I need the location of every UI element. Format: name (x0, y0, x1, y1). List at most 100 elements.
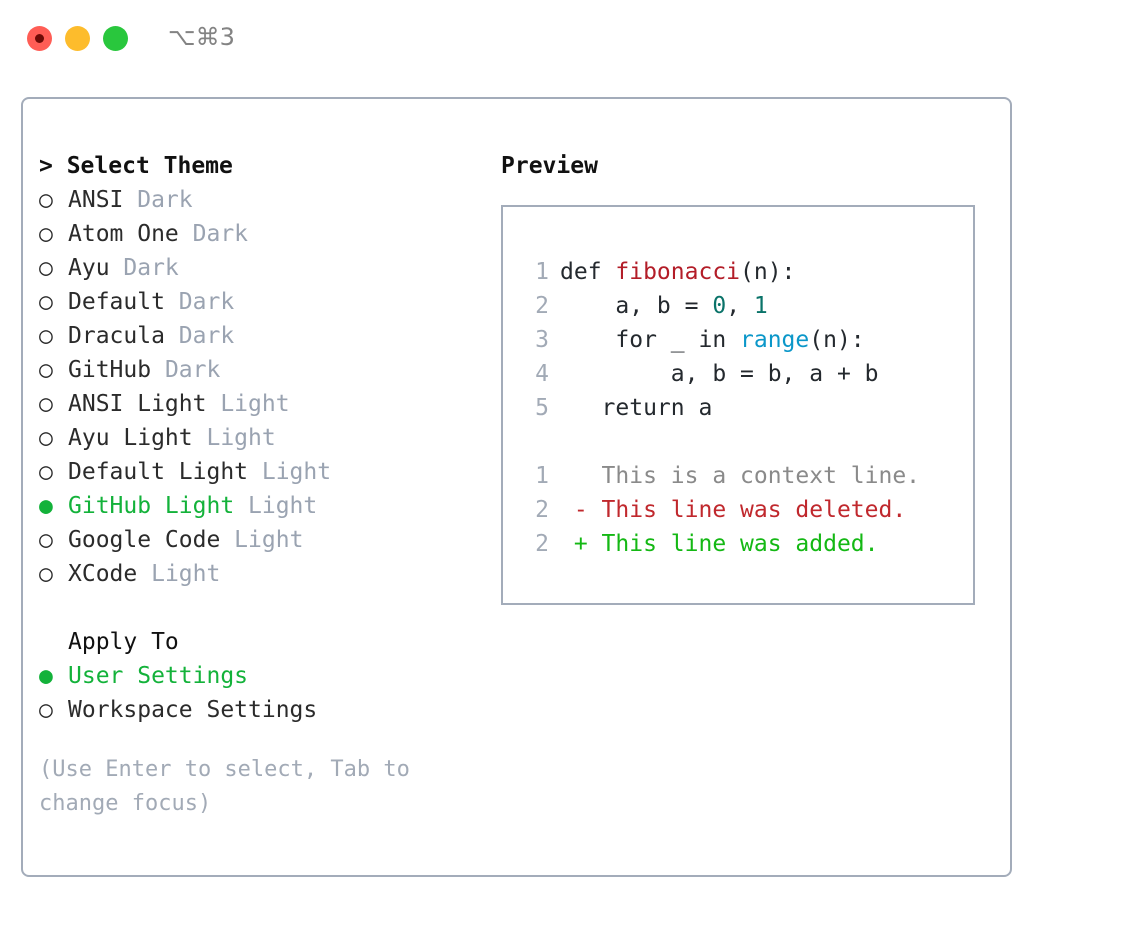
theme-item-tag: Light (234, 493, 318, 519)
theme-item-tag: Dark (123, 187, 193, 213)
close-button[interactable] (27, 26, 52, 51)
radio-unselected-icon: ○ (39, 459, 53, 485)
theme-item-5[interactable]: ○ GitHub Dark (39, 353, 479, 387)
code-line: 3 for _ in range(n): (521, 323, 920, 357)
theme-item-9[interactable]: ● GitHub Light Light (39, 489, 479, 523)
preview-header: Preview (501, 153, 598, 179)
code-token: 1 (753, 293, 768, 319)
window-controls (27, 26, 128, 51)
theme-item-label: XCode (68, 561, 138, 587)
line-number: 1 (535, 259, 549, 285)
radio-unselected-icon: ○ (39, 527, 53, 553)
apply-item-0[interactable]: ●User Settings (39, 659, 479, 693)
apply-item-label: Workspace Settings (68, 697, 318, 723)
theme-list: ○ANSI Dark○Atom One Dark○Ayu Dark○Defaul… (39, 183, 479, 591)
theme-item-tag: Dark (164, 323, 235, 349)
theme-item-7[interactable]: ○ Ayu Light Light (39, 421, 479, 455)
theme-item-label: Ayu (68, 255, 110, 281)
theme-item-tag: Dark (151, 357, 221, 383)
radio-selected-icon: ● (39, 493, 53, 519)
radio-unselected-icon: ○ (39, 561, 53, 587)
theme-item-label: Google Code (68, 527, 221, 553)
theme-item-label: ANSI (68, 187, 124, 213)
code-token: 0 (712, 293, 727, 319)
theme-item-8[interactable]: ○ Default Light Light (39, 455, 479, 489)
theme-item-label: GitHub Light (68, 493, 235, 519)
code-token: (n): (740, 259, 796, 285)
radio-unselected-icon: ○ (39, 221, 53, 247)
select-theme-title: Select Theme (66, 153, 233, 179)
theme-item-11[interactable]: ○ XCode Light (39, 557, 479, 591)
line-number: 4 (535, 361, 549, 387)
theme-selection-column: > Select Theme ○ANSI Dark○Atom One Dark○… (39, 149, 479, 821)
apply-item-1[interactable]: ○ Workspace Settings (39, 693, 479, 727)
theme-item-label: ANSI Light (68, 391, 207, 417)
theme-item-label: Default (68, 289, 165, 315)
radio-selected-icon: ● (39, 663, 53, 689)
radio-unselected-icon: ○ (39, 323, 53, 349)
theme-item-label: Dracula (68, 323, 165, 349)
theme-item-tag: Dark (164, 289, 235, 315)
code-line: 2 + This line was added. (521, 527, 920, 561)
line-number: 5 (535, 395, 549, 421)
code-token: + This line was added. (560, 531, 879, 557)
code-line: 1 This is a context line. (521, 459, 920, 493)
radio-unselected-icon: ○ (39, 357, 53, 383)
theme-item-2[interactable]: ○ Ayu Dark (39, 251, 479, 285)
code-token: a, b = b, a + b (560, 361, 879, 387)
apply-to-header: Apply To (68, 629, 179, 655)
keyboard-shortcut-label: ⌥⌘3 (168, 23, 235, 51)
code-token: def (560, 259, 616, 285)
code-token: a, b = (560, 293, 713, 319)
theme-item-10[interactable]: ○ Google Code Light (39, 523, 479, 557)
radio-unselected-icon: ○ (39, 391, 53, 417)
keyboard-hint-text: (Use Enter to select, Tab to change focu… (39, 757, 410, 816)
line-number: 2 (535, 497, 549, 523)
select-theme-header: > Select Theme (39, 149, 479, 183)
code-token: fibonacci (615, 259, 741, 285)
radio-unselected-icon: ○ (39, 697, 53, 723)
apply-to-list: ●User Settings ○ Workspace Settings (39, 659, 479, 727)
code-token: for _ in (560, 327, 741, 353)
minimize-button[interactable] (65, 26, 90, 51)
code-line: 1 def fibonacci(n): (521, 255, 920, 289)
radio-unselected-icon: ○ (39, 255, 53, 281)
radio-unselected-icon: ○ (39, 425, 53, 451)
theme-item-label: Atom One (68, 221, 179, 247)
theme-item-tag: Light (137, 561, 221, 587)
theme-item-label: Default Light (68, 459, 249, 485)
maximize-button[interactable] (103, 26, 128, 51)
code-line (521, 425, 920, 459)
theme-item-1[interactable]: ○Atom One Dark (39, 217, 479, 251)
theme-item-0[interactable]: ○ ANSI Dark (39, 183, 479, 217)
theme-item-tag: Dark (109, 255, 179, 281)
code-token: , (726, 293, 754, 319)
code-line: 5 return a (521, 391, 920, 425)
theme-item-tag: Light (248, 459, 332, 485)
theme-item-tag: Light (220, 527, 304, 553)
line-number: 3 (535, 327, 549, 353)
code-token: range (740, 327, 810, 353)
radio-unselected-icon: ○ (39, 187, 53, 213)
theme-item-tag: Light (206, 391, 290, 417)
code-line: 2 a, b = 0, 1 (521, 289, 920, 323)
line-number: 2 (535, 293, 549, 319)
line-number: 2 (535, 531, 549, 557)
hint-spacer (39, 727, 479, 753)
code-token: return a (560, 395, 713, 421)
code-token: This is a context line. (560, 463, 921, 489)
line-number: 1 (535, 463, 549, 489)
theme-item-label: Ayu Light (68, 425, 193, 451)
theme-item-6[interactable]: ○ ANSI Light Light (39, 387, 479, 421)
theme-item-3[interactable]: ○Default Dark (39, 285, 479, 319)
code-token: - This line was deleted. (560, 497, 907, 523)
theme-picker-panel: > Select Theme ○ANSI Dark○Atom One Dark○… (21, 97, 1012, 877)
code-line: 2 - This line was deleted. (521, 493, 920, 527)
theme-item-label: GitHub (68, 357, 152, 383)
theme-item-tag: Light (192, 425, 276, 451)
theme-item-4[interactable]: ○ Dracula Dark (39, 319, 479, 353)
